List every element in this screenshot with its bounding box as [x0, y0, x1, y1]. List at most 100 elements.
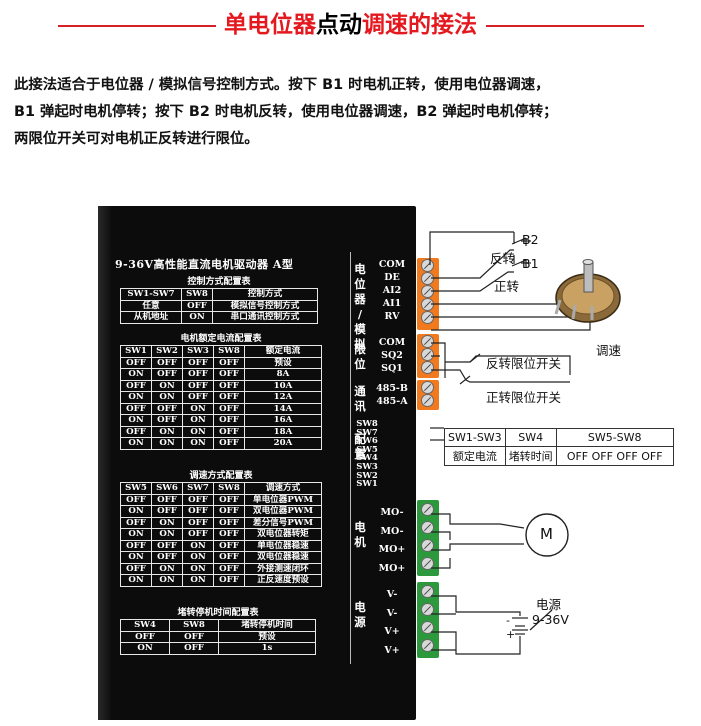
sw-table-header: SW1-SW3: [444, 428, 506, 447]
table-cell: 正反速度预设: [244, 574, 322, 587]
label-forward: 正转: [494, 279, 520, 294]
title-row: 单电位器点动调速的接法: [0, 8, 701, 42]
table-cell: 差分信号PWM: [244, 516, 322, 529]
group-label-pot: 电位器/模拟: [354, 262, 366, 351]
config-switch-label: SW1: [356, 479, 378, 490]
terminal-screw: [421, 503, 434, 516]
table-header: 堵转停机时间: [218, 619, 316, 632]
label-column-divider: [350, 252, 351, 664]
description-line-2: B1 弹起时电机停转；按下 B2 时电机反转，使用电位器调速，B2 弹起时电机停…: [14, 104, 558, 120]
pin-label-motor: MO-: [380, 507, 404, 518]
table-cell: OFF: [182, 516, 214, 529]
terminal-screw: [421, 603, 434, 616]
table-cell: ON: [181, 311, 213, 324]
pin-label-power: V-: [386, 589, 398, 600]
config-switch-label: SW4: [356, 453, 378, 464]
label-power: 电源: [536, 597, 562, 612]
switch-config-table: SW1-SW3 SW4 SW5-SW8 额定电流 堵转时间 OFF OFF OF…: [444, 428, 674, 466]
motor-symbol: M: [540, 525, 553, 543]
pin-label-power: V+: [384, 644, 400, 656]
pin-label-limit: COM: [378, 337, 406, 348]
label-power-plus: +: [506, 628, 516, 641]
label-reverse-limit-switch: 反转限位开关: [486, 356, 562, 371]
config-switch-label: SW5: [356, 444, 378, 455]
terminal-screw: [421, 539, 434, 552]
table-cell: 双电位器稳速: [244, 551, 322, 564]
table-cell: 串口通讯控制方式: [212, 311, 318, 324]
table-cell: 预设: [218, 630, 316, 643]
pin-label-limit: SQ2: [381, 350, 403, 361]
description-line-3: 两限位开关可对电机正反转进行限位。: [14, 131, 259, 147]
sw-table-cell: 额定电流: [444, 446, 506, 466]
terminal-screw: [421, 621, 434, 634]
control-mode-table: 控制方式配置表 SW1-SW7 SW8 控制方式 任意 OFF 模拟信号控制方式…: [120, 276, 318, 324]
pin-label-power: V+: [384, 626, 400, 637]
config-switch-label: SW2: [356, 470, 378, 481]
table-cell: 20A: [244, 437, 322, 450]
pin-label-motor: MO-: [380, 525, 404, 537]
pin-label-pot: RV: [384, 311, 400, 322]
label-power-range: 9-36V: [532, 612, 569, 627]
description: 此接法适合于电位器 / 模拟信号控制方式。按下 B1 时电机正转，使用电位器调速…: [14, 72, 694, 153]
pin-label-motor: MO+: [378, 544, 406, 555]
table-cell: OFF: [213, 528, 245, 541]
pin-label-comm: 485-A: [376, 396, 408, 407]
potentiometer-graphic: [554, 259, 621, 323]
title-left-rule: [58, 25, 216, 27]
table-cell: ON: [182, 539, 214, 552]
group-label-power: 电源: [354, 600, 366, 629]
label-forward-limit-switch: 正转限位开关: [486, 390, 562, 405]
table-cell: OFF: [151, 539, 183, 552]
table-cell: 1s: [218, 642, 316, 655]
table-cell: OFF: [182, 505, 214, 518]
pin-label-comm: 485-B: [376, 383, 408, 394]
group-label-limit: 限位: [354, 342, 366, 371]
group-label-config: 配置: [354, 432, 366, 461]
motor-terminal-block: [417, 500, 439, 576]
pin-label-limit: SQ1: [381, 363, 403, 374]
title-part-1: 单电位器: [224, 12, 316, 38]
sw-table-header: SW5-SW8: [555, 428, 674, 447]
terminal-screw: [421, 639, 434, 652]
terminal-screw: [421, 361, 434, 374]
motor-circle: [525, 513, 569, 557]
terminal-screw: [421, 521, 434, 534]
driver-side-edge: [98, 206, 112, 720]
terminal-screw: [421, 585, 434, 598]
table-cell: ON: [151, 437, 183, 450]
config-switch-label: SW3: [356, 461, 378, 472]
table-caption: 调速方式配置表: [189, 470, 253, 481]
terminal-screw: [421, 557, 434, 570]
power-terminal-block: [417, 582, 439, 658]
pin-label-pot: DE: [384, 272, 400, 283]
sw-table-cell: 堵转时间: [504, 446, 557, 466]
sw-table-header: SW4: [504, 428, 557, 447]
sw-table-cell: OFF OFF OFF OFF: [555, 446, 674, 466]
label-b1: B1: [522, 256, 539, 271]
table-cell: OFF: [120, 516, 152, 529]
title-part-3: 调速的接法: [362, 12, 477, 38]
table-cell: 双电位器PWM: [244, 505, 322, 518]
table-cell: OFF: [151, 551, 183, 564]
description-line-1: 此接法适合于电位器 / 模拟信号控制方式。按下 B1 时电机正转，使用电位器调速…: [14, 77, 550, 93]
pin-label-pot: COM: [378, 259, 406, 270]
table-cell: ON: [151, 574, 183, 587]
pin-label-pot: AI2: [382, 285, 402, 296]
